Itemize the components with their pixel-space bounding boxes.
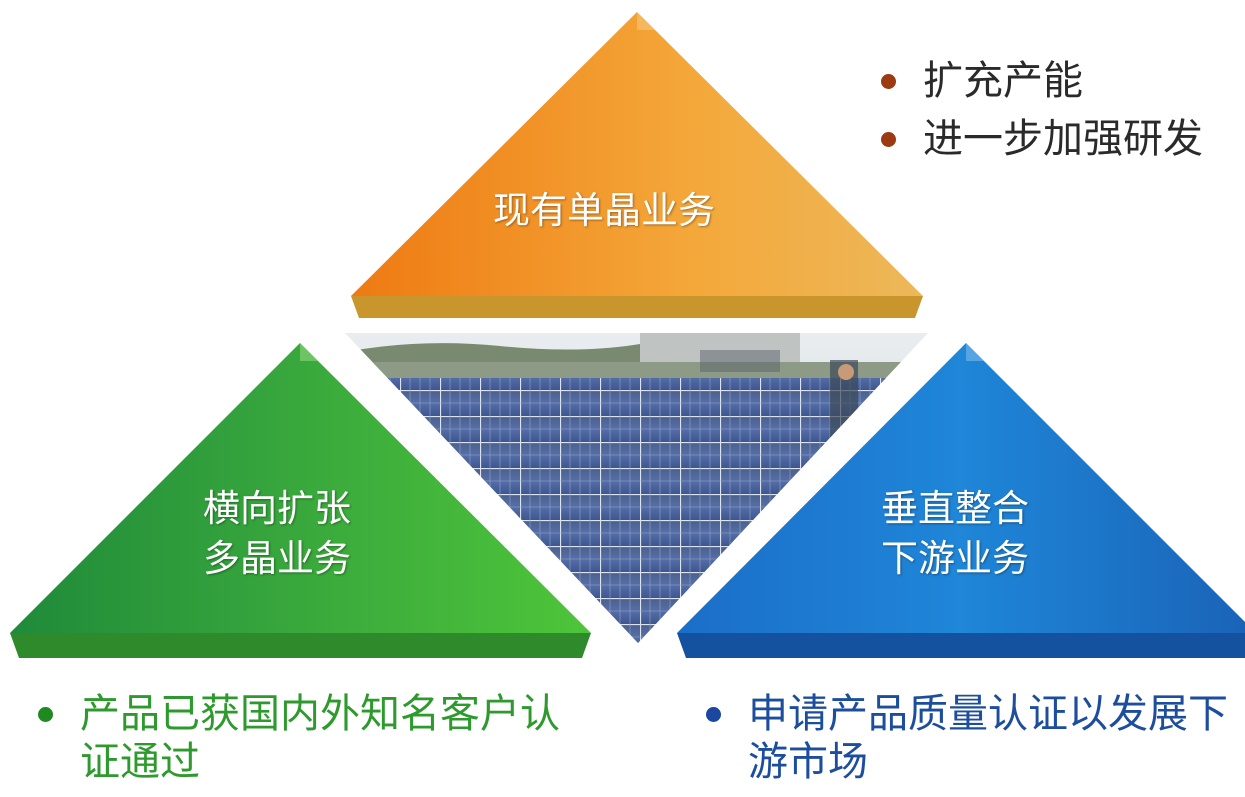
triangle-right-label: 垂直整合 下游业务 (881, 484, 1029, 584)
bullet-dot-icon (881, 74, 896, 89)
bullet-text: 扩充产能 (923, 58, 1083, 104)
bullet-dot-icon (706, 707, 721, 722)
bullet-text: 申请产品质量认证以发展下游市场 (748, 691, 1228, 785)
list-item: 申请产品质量认证以发展下游市场 (700, 690, 1245, 786)
bullet-dot-icon (38, 707, 53, 722)
triangle-right-label-line1: 垂直整合 (881, 487, 1029, 530)
triangle-right-label-line2: 下游业务 (881, 537, 1029, 580)
triangle-top-label: 现有单晶业务 (493, 189, 715, 232)
triangle-left-label-line1: 横向扩张 (203, 487, 351, 530)
triangle-left-label: 横向扩张 多晶业务 (203, 484, 351, 584)
triangle-top (351, 12, 923, 318)
top-bullet-list: 扩充产能 进一步加强研发 (875, 52, 1203, 168)
list-item: 产品已获国内外知名客户认证通过 (32, 690, 592, 786)
list-item: 扩充产能 (875, 52, 1203, 110)
bullet-text: 产品已获国内外知名客户认证通过 (80, 691, 560, 785)
triangle-right (677, 343, 1245, 658)
bullet-dot-icon (881, 132, 896, 147)
list-item: 进一步加强研发 (875, 110, 1203, 168)
left-bullet-list: 产品已获国内外知名客户认证通过 (32, 690, 592, 786)
triangle-left-label-line2: 多晶业务 (203, 537, 351, 580)
triangle-left (10, 343, 591, 658)
bullet-text: 进一步加强研发 (923, 116, 1203, 162)
right-bullet-list: 申请产品质量认证以发展下游市场 (700, 690, 1245, 786)
